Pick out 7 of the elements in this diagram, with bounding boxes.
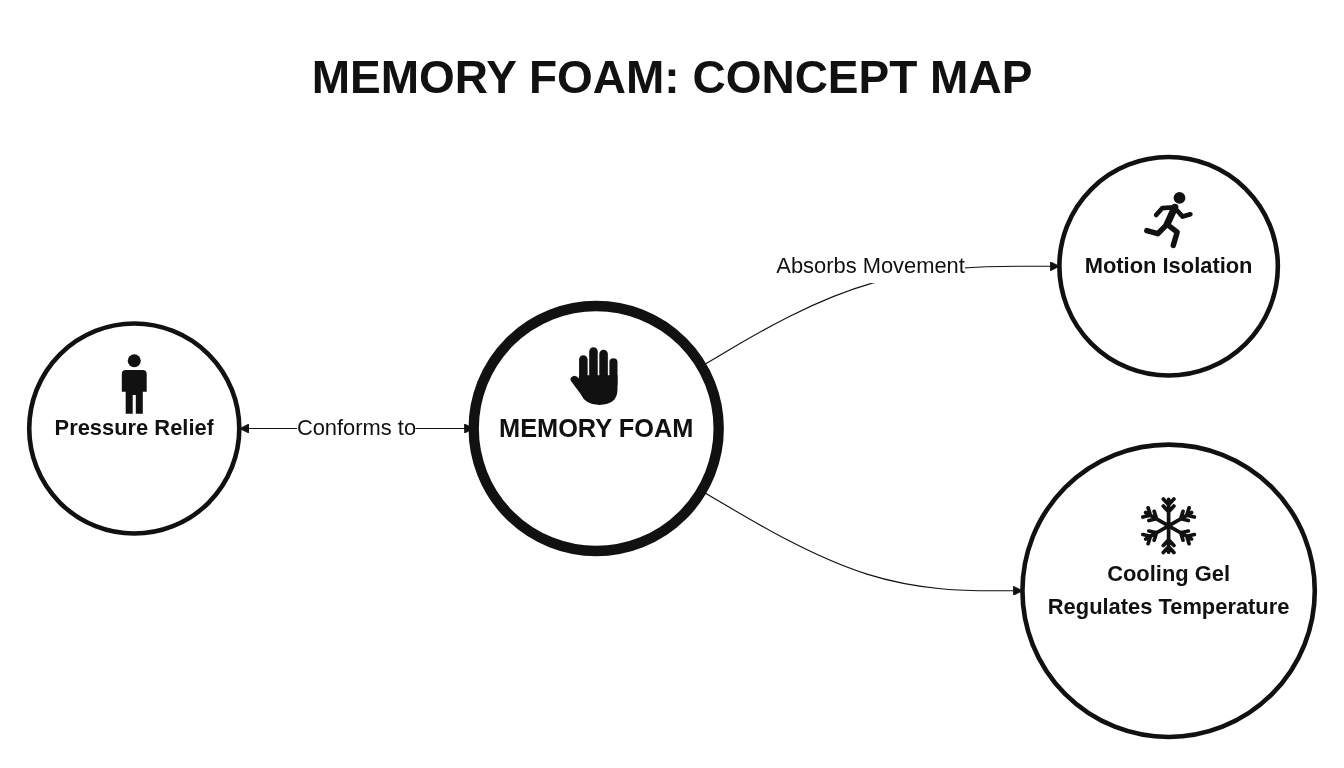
edge-label: Absorbs Movement [776,253,965,278]
node-circle: Cooling Gel Regulates Temperature [1020,442,1318,740]
node-circle: MEMORY FOAM [468,300,724,557]
node-circle: Motion Isolation [1057,154,1281,378]
node-circle: Pressure Relief [26,321,242,536]
edge-label: Conforms to [296,415,417,440]
diagram-title: MEMORY FOAM: CONCEPT MAP [311,50,1033,104]
